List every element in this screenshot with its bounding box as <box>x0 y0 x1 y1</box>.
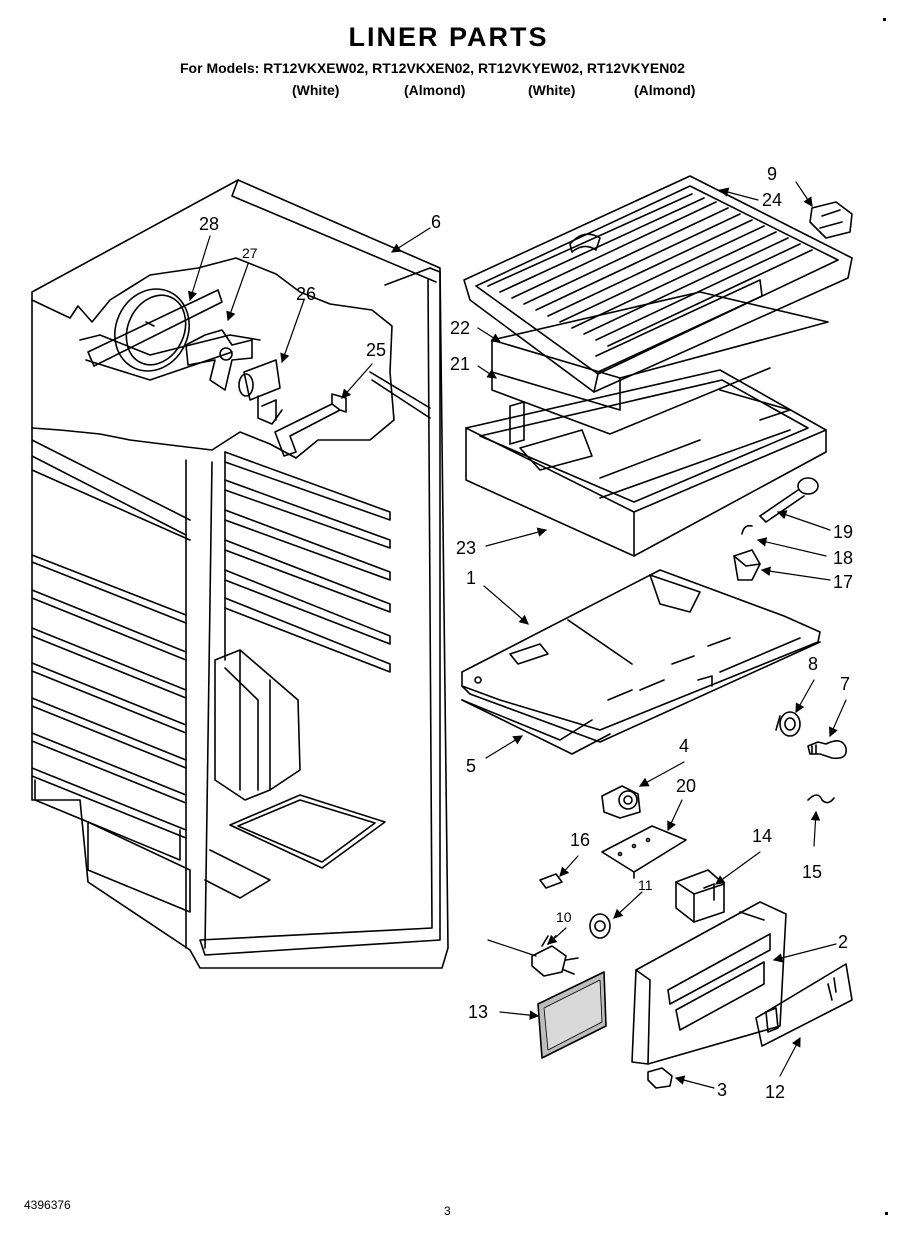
callout-21: 21 <box>450 354 470 374</box>
part-7-light-bulb <box>807 740 848 760</box>
finish-label-1: (White) <box>292 82 340 98</box>
callout-27: 27 <box>242 245 258 261</box>
part-4-thermostat <box>601 785 641 819</box>
part-22-insulation <box>491 291 829 411</box>
part-26-fan-motor <box>238 359 283 425</box>
leader-lines <box>187 181 847 1089</box>
callout-1: 1 <box>466 568 476 588</box>
callout-12: 12 <box>765 1082 785 1102</box>
model-list: For Models: RT12VKXEW02, RT12VKXEN02, RT… <box>180 60 685 76</box>
callout-20: 20 <box>676 776 696 796</box>
page-title: LINER PARTS <box>348 22 549 52</box>
part-5-insulation-sheet <box>461 699 611 755</box>
callout-28: 28 <box>199 214 219 234</box>
callout-19: 19 <box>833 522 853 542</box>
part-28-fan-shroud <box>87 288 223 372</box>
part-14-damper-housing <box>675 869 725 923</box>
finish-label-3: (White) <box>528 82 576 98</box>
document-number: 4396376 <box>24 1198 71 1212</box>
part-2-light-cover <box>631 901 787 1065</box>
callout-14: 14 <box>752 826 772 846</box>
part-8-light-socket <box>775 711 801 737</box>
part-17-bracket <box>733 549 761 581</box>
callout-23: 23 <box>456 538 476 558</box>
part-18-clip <box>741 524 753 535</box>
callout-7: 7 <box>840 674 850 694</box>
callout-4: 4 <box>679 736 689 756</box>
page-number: 3 <box>444 1204 451 1218</box>
callout-10: 10 <box>556 909 572 925</box>
callout-6: 6 <box>431 212 441 232</box>
part-11-knob <box>589 913 611 939</box>
callout-2: 2 <box>838 932 848 952</box>
part-12-label <box>755 963 853 1047</box>
callout-17: 17 <box>833 572 853 592</box>
callout-9: 9 <box>767 164 777 184</box>
part-3-button <box>647 1067 673 1089</box>
part-21-insulation <box>491 367 771 435</box>
callout-5: 5 <box>466 756 476 776</box>
callout-3: 3 <box>717 1080 727 1100</box>
callout-24: 24 <box>762 190 782 210</box>
part-13-filter-pad <box>537 971 607 1059</box>
part-23-control-housing <box>465 369 827 557</box>
callout-26: 26 <box>296 284 316 304</box>
cabinet-liner <box>31 179 449 969</box>
callout-11: 11 <box>638 877 653 893</box>
finish-label-4: (Almond) <box>634 82 696 98</box>
callout-13: 13 <box>468 1002 488 1022</box>
part-19-thermostat-knob <box>759 477 819 523</box>
callout-25: 25 <box>366 340 386 360</box>
part-1-control-panel <box>461 569 821 743</box>
part-16-plug <box>539 873 563 889</box>
callout-15: 15 <box>802 862 822 882</box>
finish-label-2: (Almond) <box>404 82 466 98</box>
part-20-mounting-plate <box>601 825 687 879</box>
callout-16: 16 <box>570 830 590 850</box>
corner-dot-top <box>883 18 886 21</box>
part-27-fan-blade <box>185 329 253 391</box>
part-9-clip <box>809 201 853 239</box>
callout-18: 18 <box>833 548 853 568</box>
part-15-wire-spring <box>807 794 835 804</box>
callout-22: 22 <box>450 318 470 338</box>
callout-8: 8 <box>808 654 818 674</box>
corner-dot-bottom <box>885 1212 888 1215</box>
